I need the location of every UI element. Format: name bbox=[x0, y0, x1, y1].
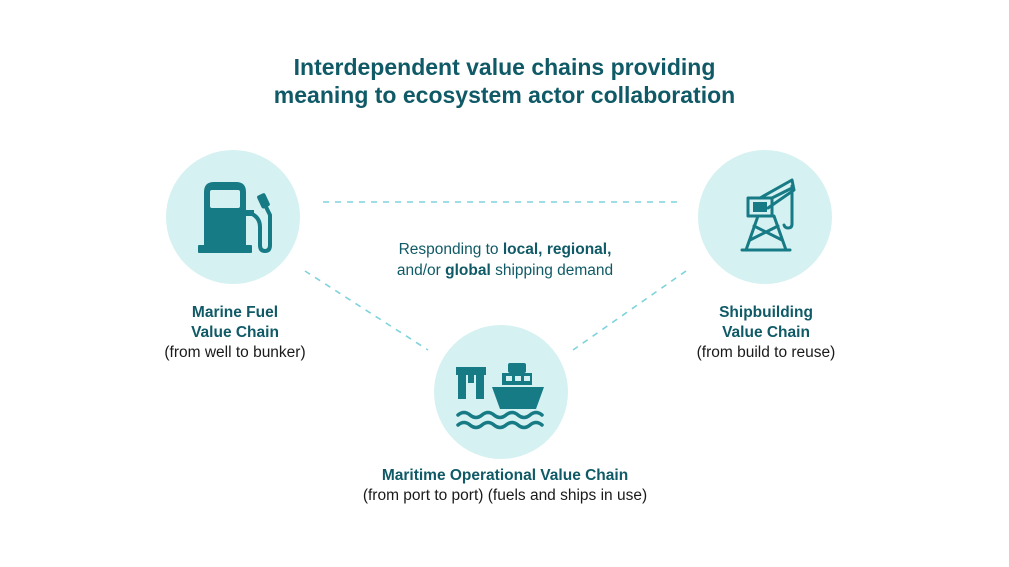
maritime-sub: (from port to port) (fuels and ships in … bbox=[362, 487, 648, 504]
shipbuilding-name-1: Shipbuilding bbox=[719, 304, 813, 321]
title-line-1: Interdependent value chains providing bbox=[293, 54, 716, 80]
center-suffix: shipping demand bbox=[490, 262, 614, 279]
maritime-name: Maritime Operational Value Chain bbox=[381, 467, 629, 484]
center-and-or: and/or bbox=[396, 262, 446, 279]
center-global: global bbox=[445, 262, 491, 279]
fuel-pump-icon bbox=[198, 182, 272, 253]
center-regional: regional, bbox=[546, 241, 612, 258]
marine-fuel-name-2: Value Chain bbox=[191, 324, 279, 341]
center-local: local, bbox=[502, 241, 543, 258]
center-prefix: Responding to bbox=[398, 241, 503, 258]
shipbuilding-label: Shipbuilding Value Chain (from build to … bbox=[671, 303, 861, 363]
marine-fuel-sub: (from well to bunker) bbox=[164, 344, 306, 361]
title-line-2: meaning to ecosystem actor collaboration bbox=[273, 82, 736, 108]
shipbuilding-name-2: Value Chain bbox=[722, 324, 810, 341]
diagram-title: Interdependent value chains providing me… bbox=[0, 53, 1009, 109]
marine-fuel-label: Marine Fuel Value Chain (from well to bu… bbox=[140, 303, 330, 363]
crane-icon bbox=[740, 178, 796, 252]
maritime-operational-node bbox=[434, 325, 568, 459]
connector-ship-maritime bbox=[572, 270, 687, 351]
marine-fuel-name-1: Marine Fuel bbox=[191, 304, 279, 321]
shipbuilding-node bbox=[698, 150, 832, 284]
marine-fuel-node bbox=[166, 150, 300, 284]
connector-fuel-maritime bbox=[304, 270, 429, 351]
port-ship-icon bbox=[456, 363, 544, 430]
center-demand-text: Responding to local, regional, and/or gl… bbox=[340, 239, 670, 281]
maritime-label: Maritime Operational Value Chain (from p… bbox=[300, 466, 710, 506]
shipbuilding-sub: (from build to reuse) bbox=[696, 344, 836, 361]
